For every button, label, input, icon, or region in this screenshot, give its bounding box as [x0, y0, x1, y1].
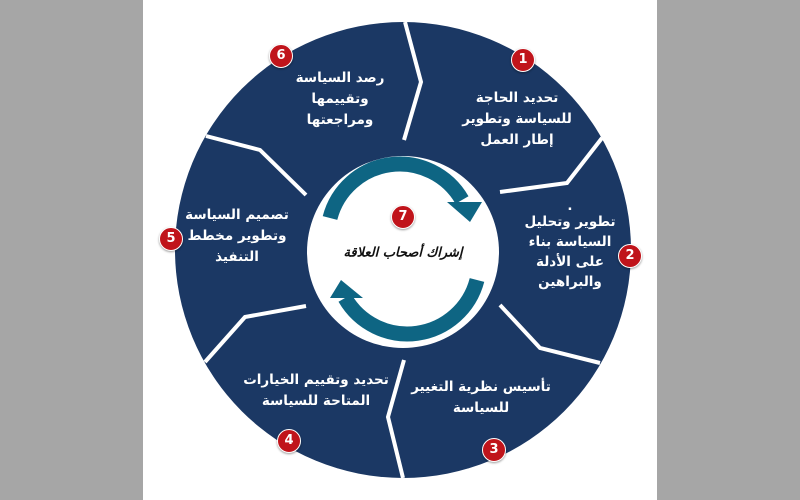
- cycle-arrowhead-bottom: [330, 280, 363, 298]
- text-line: ومراجعتها: [306, 112, 374, 128]
- text-line: .: [567, 198, 573, 214]
- text-line: السياسة بناء: [528, 234, 612, 250]
- step-2-label: . تطوير وتحليل السياسة بناء على الأدلة و…: [524, 198, 616, 292]
- step-4-label: تحديد وتقييم الخيارات المتاحة للسياسة: [243, 370, 389, 412]
- separator-3-4: [385, 359, 406, 479]
- text-line: إطار العمل: [480, 132, 554, 148]
- text-line: رصد السياسة: [295, 70, 385, 86]
- text-line: تطوير وتحليل: [524, 214, 616, 230]
- step-6-label: رصد السياسة وتقييمها ومراجعتها: [296, 68, 385, 131]
- step-3-badge: 3: [482, 438, 506, 462]
- cycle-arrow-top: [322, 156, 469, 221]
- step-1-label: تحديد الحاجة للسياسة وتطوير إطار العمل: [462, 88, 572, 151]
- text-line: تحديد وتقييم الخيارات: [243, 372, 389, 388]
- step-1-badge: 1: [511, 48, 535, 72]
- cycle-arrow-bottom: [338, 277, 485, 342]
- text-line: تأسيس نظرية التغيير: [411, 379, 551, 395]
- text-line: على الأدلة: [536, 254, 604, 270]
- separator-1-6: [402, 21, 424, 141]
- text-line: التنفيذ: [215, 249, 259, 265]
- text-line: وتطوير مخطط: [187, 228, 287, 244]
- step-3-label: تأسيس نظرية التغيير للسياسة: [411, 377, 551, 419]
- cycle-arrowhead-top: [447, 202, 482, 222]
- text-line: تصميم السياسة: [185, 207, 289, 223]
- step-5-label: تصميم السياسة وتطوير مخطط التنفيذ: [185, 205, 289, 268]
- separator-2-3: [498, 303, 601, 365]
- text-line: للسياسة: [452, 400, 510, 416]
- text-line: والبراهين: [538, 274, 602, 290]
- step-6-badge: 6: [269, 44, 293, 68]
- step-4-badge: 4: [277, 429, 301, 453]
- text-line: المتاحة للسياسة: [261, 393, 371, 409]
- text-line: للسياسة وتطوير: [462, 111, 572, 127]
- separator-4-5: [203, 304, 307, 364]
- step-2-badge: 2: [618, 244, 642, 268]
- segment-separators: [203, 21, 604, 479]
- separator-1-2: [499, 136, 604, 194]
- text-line: تحديد الحاجة: [475, 90, 559, 106]
- separator-5-6: [205, 134, 308, 197]
- step-5-badge: 5: [159, 227, 183, 251]
- step-7-badge: 7: [391, 205, 415, 229]
- text-line: وتقييمها: [311, 91, 369, 107]
- center-label: إشراك أصحاب العلاقة: [343, 245, 463, 261]
